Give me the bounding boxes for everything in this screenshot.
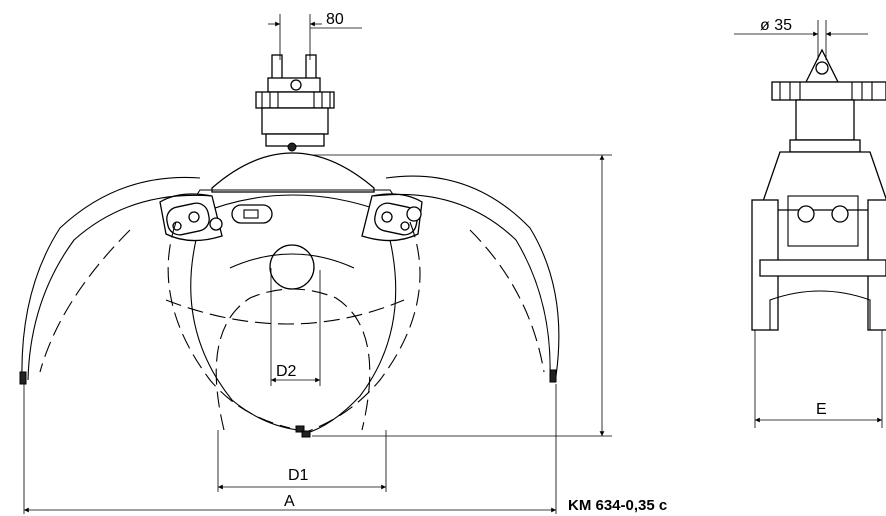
side-view: [751, 48, 886, 331]
dim-d35-label: ø 35: [760, 17, 792, 34]
front-view: [19, 54, 560, 438]
dim-D2-label: D2: [276, 363, 297, 380]
rotator-link: [255, 54, 335, 152]
dim-A-label: A: [284, 493, 295, 510]
dim-80-label: 80: [326, 11, 344, 28]
model-label: KM 634-0,35 c: [568, 497, 667, 514]
dimensions: 80 ø 35 D2 D1 A E: [23, 11, 883, 514]
dim-D1-label: D1: [288, 467, 309, 484]
dim-E-label: E: [816, 401, 827, 418]
grapple-body: [159, 152, 423, 290]
